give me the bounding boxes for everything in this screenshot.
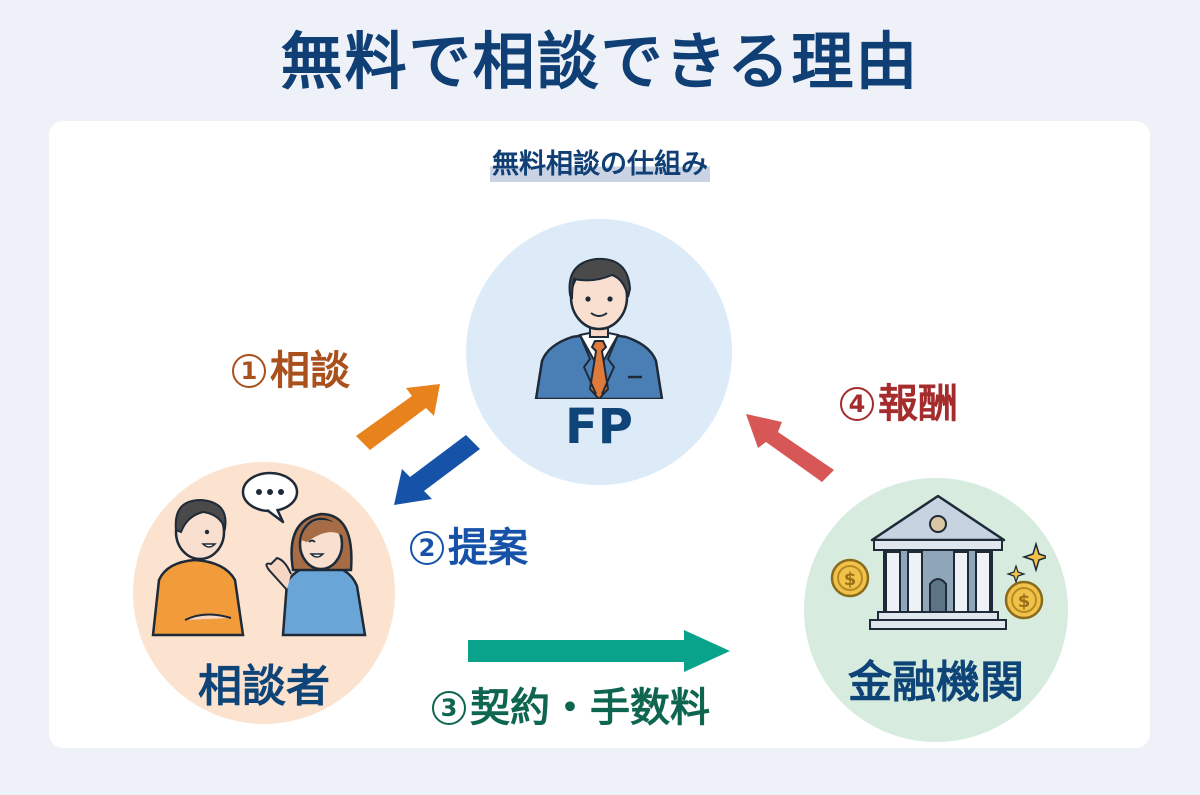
arrow-proposal-icon (394, 435, 480, 505)
step-contract-fee: 3 契約・手数料 (432, 684, 710, 732)
fp-label: FP (565, 399, 633, 455)
step-label: 提案 (448, 525, 528, 571)
diagram-subtitle: 無料相談の仕組み (490, 148, 710, 182)
coin-icon: $ (830, 558, 870, 598)
arrow-consult-icon (356, 384, 440, 450)
sparkle-icon (1021, 541, 1046, 573)
step-label: 契約・手数料 (470, 685, 710, 731)
diagram-subtitle-wrap: 無料相談の仕組み (0, 148, 1200, 182)
step-label: 報酬 (878, 381, 958, 427)
svg-text:$: $ (1018, 591, 1031, 612)
step-consult: 1 相談 (232, 347, 350, 395)
speech-bubble-icon (241, 471, 299, 524)
bank-node: $ $ 金融機関 (804, 478, 1068, 742)
step-number: 4 (840, 387, 874, 421)
sparkle-icon (1006, 564, 1026, 584)
page-title: 無料で相談できる理由 (280, 25, 920, 98)
bank-building-icon: $ $ (830, 494, 1046, 630)
fp-node: FP (466, 219, 732, 485)
clients-talking-icon (151, 471, 367, 637)
step-proposal: 2 提案 (410, 524, 528, 572)
client-node: 相談者 (133, 462, 395, 724)
bank-label: 金融機関 (848, 657, 1024, 708)
svg-text:$: $ (844, 569, 857, 590)
arrow-contract-icon (468, 630, 730, 672)
client-label: 相談者 (198, 661, 330, 712)
step-number: 1 (232, 354, 266, 388)
step-number: 3 (432, 691, 466, 725)
arrow-reward-icon (746, 414, 834, 482)
step-label: 相談 (270, 348, 350, 394)
step-reward: 4 報酬 (840, 380, 958, 428)
step-number: 2 (410, 531, 444, 565)
advisor-icon (534, 257, 664, 399)
coin-icon: $ (1004, 580, 1044, 620)
